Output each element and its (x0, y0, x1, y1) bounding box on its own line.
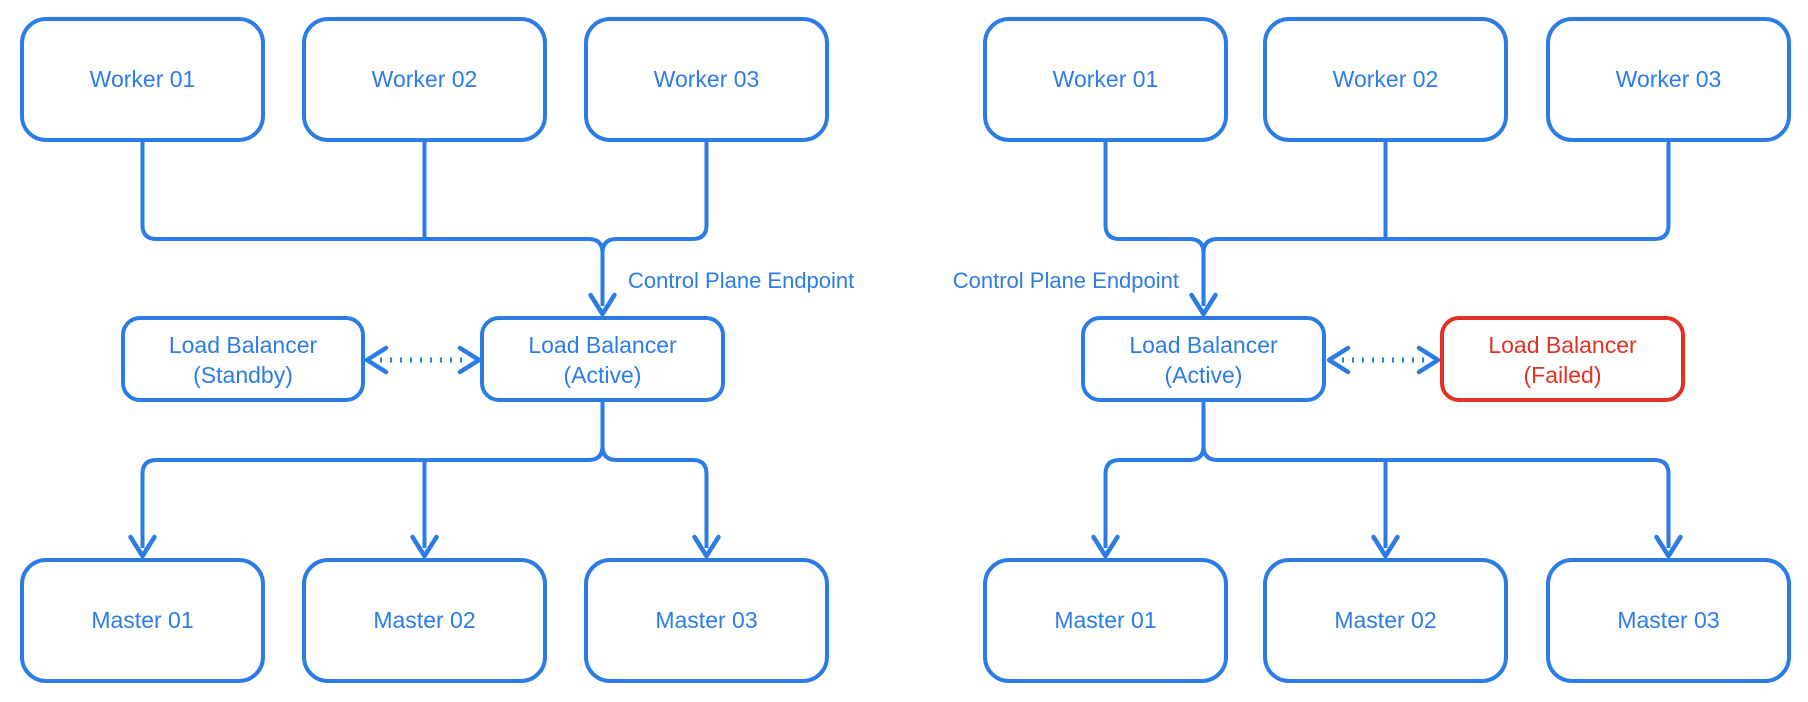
right-master-03-box (1546, 558, 1791, 683)
right-dotted-left-arrowhead-icon (1326, 345, 1351, 375)
right-lb-failed-box (1440, 316, 1685, 402)
right-master2-arrowhead-icon (1371, 534, 1400, 559)
left-lb-standby-node: Load Balancer (Standby) (121, 316, 365, 402)
right-worker3-to-bus-connector (1201, 140, 1671, 254)
left-lb-standby-box (121, 316, 365, 402)
left-worker-03-box (584, 17, 829, 142)
left-cluster: Worker 01 Worker 02 Worker 03 Control Pl… (20, 17, 854, 683)
right-lb-failed-node: Load Balancer (Failed) (1440, 316, 1685, 402)
right-lb-failed-label-line1: Load Balancer (1488, 332, 1637, 358)
right-worker-02-node: Worker 02 (1263, 17, 1508, 142)
right-worker-01-label: Worker 01 (1053, 66, 1159, 92)
right-lb-active-arrowhead-icon (1189, 292, 1218, 317)
right-master-01-label: Master 01 (1054, 607, 1156, 633)
left-worker-02-node: Worker 02 (302, 17, 547, 142)
left-worker3-to-bus-connector (600, 140, 709, 254)
right-worker-02-box (1263, 17, 1508, 142)
left-worker1-to-bus-connector (140, 140, 605, 306)
right-worker-03-node: Worker 03 (1546, 17, 1791, 142)
right-master-02-label: Master 02 (1334, 607, 1436, 633)
right-worker-02-label: Worker 02 (1333, 66, 1439, 92)
right-master-01-node: Master 01 (983, 558, 1228, 683)
left-dotted-right-arrowhead-icon (457, 345, 482, 375)
right-master-02-node: Master 02 (1263, 558, 1508, 683)
left-worker-03-label: Worker 03 (654, 66, 760, 92)
right-lb-to-master3-connector (1201, 400, 1671, 548)
right-master1-arrowhead-icon (1091, 534, 1120, 559)
left-dotted-left-arrowhead-icon (364, 345, 389, 375)
left-worker-02-box (302, 17, 547, 142)
left-master-02-label: Master 02 (373, 607, 475, 633)
left-worker-01-label: Worker 01 (90, 66, 196, 92)
left-master-01-label: Master 01 (91, 607, 193, 633)
right-cluster: Worker 01 Worker 02 Worker 03 Control Pl… (953, 17, 1791, 683)
left-lb-active-label-line1: Load Balancer (528, 332, 677, 358)
left-worker-01-box (20, 17, 265, 142)
right-lb-to-master1-connector (1103, 400, 1206, 548)
left-worker-03-node: Worker 03 (584, 17, 829, 142)
left-master-03-label: Master 03 (655, 607, 757, 633)
left-lb-active-arrowhead-icon (588, 292, 617, 317)
right-lb-active-box (1081, 316, 1326, 402)
left-master-02-box (302, 558, 547, 683)
left-lb-standby-label-line2: (Standby) (193, 362, 293, 388)
right-worker-03-label: Worker 03 (1616, 66, 1722, 92)
right-master-03-node: Master 03 (1546, 558, 1791, 683)
right-master3-arrowhead-icon (1654, 534, 1683, 559)
right-lb-active-label-line1: Load Balancer (1129, 332, 1278, 358)
right-master-03-label: Master 03 (1617, 607, 1719, 633)
left-control-plane-endpoint-label: Control Plane Endpoint (628, 268, 854, 293)
right-lb-failed-label-line2: (Failed) (1524, 362, 1602, 388)
left-lb-active-label-line2: (Active) (564, 362, 642, 388)
left-master-01-box (20, 558, 265, 683)
left-master-01-node: Master 01 (20, 558, 265, 683)
right-control-plane-endpoint-label: Control Plane Endpoint (953, 268, 1179, 293)
left-lb-to-master3-connector (600, 400, 709, 548)
left-master1-arrowhead-icon (128, 534, 157, 559)
right-lb-active-label-line2: (Active) (1165, 362, 1243, 388)
left-master-03-node: Master 03 (584, 558, 829, 683)
right-lb-active-node: Load Balancer (Active) (1081, 316, 1326, 402)
right-dotted-right-arrowhead-icon (1416, 345, 1441, 375)
right-worker-01-node: Worker 01 (983, 17, 1228, 142)
left-lb-to-master1-connector (140, 400, 605, 548)
left-lb-standby-label-line1: Load Balancer (169, 332, 318, 358)
left-master-02-node: Master 02 (302, 558, 547, 683)
right-worker-03-box (1546, 17, 1791, 142)
right-worker-01-box (983, 17, 1228, 142)
right-master-01-box (983, 558, 1228, 683)
left-worker-02-label: Worker 02 (372, 66, 478, 92)
left-lb-active-box (480, 316, 725, 402)
left-worker-01-node: Worker 01 (20, 17, 265, 142)
left-master-03-box (584, 558, 829, 683)
left-master3-arrowhead-icon (692, 534, 721, 559)
right-master-02-box (1263, 558, 1508, 683)
left-lb-active-node: Load Balancer (Active) (480, 316, 725, 402)
left-master2-arrowhead-icon (410, 534, 439, 559)
